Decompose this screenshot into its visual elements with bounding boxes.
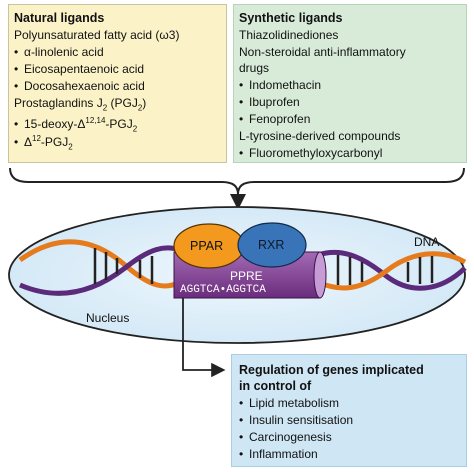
regulation-item-carcinogenesis: •Carcinogenesis (239, 430, 332, 444)
natural-item-epa: •Eicosapentaenoic acid (14, 62, 145, 76)
natural-item-dha: •Docosahexaenoic acid (14, 79, 145, 93)
l-tyrosine-label: L-tyrosine-derived compounds (239, 129, 401, 143)
synthetic-ligands-title: Synthetic ligands (239, 11, 343, 25)
regulation-title-line1: Regulation of genes implicated (239, 363, 424, 377)
synthetic-item-fenoprofen: •Fenoprofen (239, 112, 311, 126)
natural-ligands-box: Natural ligands Polyunsaturated fatty ac… (8, 4, 227, 163)
synthetic-item-ibuprofen: •Ibuprofen (239, 95, 300, 109)
rxr-label: RXR (258, 238, 285, 252)
ligand-brace (9, 167, 465, 195)
dna-helix-right (316, 249, 467, 291)
polyunsaturated-fatty-acid-label: Polyunsaturated fatty acid (ω3) (14, 28, 180, 42)
regulation-arrow (182, 298, 226, 378)
prostaglandins-label: Prostaglandins J2 (PGJ2) (14, 96, 147, 113)
regulation-title-line2: in control of (239, 379, 312, 393)
nucleus-label: Nucleus (86, 311, 130, 325)
dna-label: DNA (414, 235, 440, 249)
regulation-item-lipid: •Lipid metabolism (239, 396, 340, 410)
regulation-item-insulin: •Insulin sensitisation (239, 413, 354, 427)
synthetic-ligands-box: Synthetic ligands Thiazolidinediones Non… (233, 4, 467, 163)
rxr-receptor (237, 222, 307, 268)
natural-item-d12-pgj2: •Δ12-PGJ2 (14, 134, 73, 152)
thiazolidinediones-label: Thiazolidinediones (239, 28, 339, 42)
ppre-sequence: AGGTCA•AGGTCA (180, 284, 266, 296)
ppar-label: PPAR (190, 239, 224, 253)
regulation-item-inflammation: •Inflammation (239, 447, 318, 461)
nsaid-label-line2: drugs (239, 61, 270, 75)
natural-item-15d-pgj2: •15-deoxy-Δ12,14-PGJ2 (14, 116, 138, 134)
natural-item-alpha-linolenic: •α-linolenic acid (14, 45, 104, 59)
ppre-label: PPRE (230, 269, 263, 283)
natural-ligands-title: Natural ligands (14, 11, 105, 25)
synthetic-item-indomethacin: •Indomethacin (239, 78, 322, 92)
dna-helix-left (18, 239, 182, 296)
synthetic-item-fluoromethyloxycarbonyl: •Fluoromethyloxycarbonyl (239, 146, 383, 160)
regulation-box: Regulation of genes implicated in contro… (231, 354, 467, 467)
nsaid-label-line1: Non-steroidal anti-inflammatory (239, 45, 406, 59)
